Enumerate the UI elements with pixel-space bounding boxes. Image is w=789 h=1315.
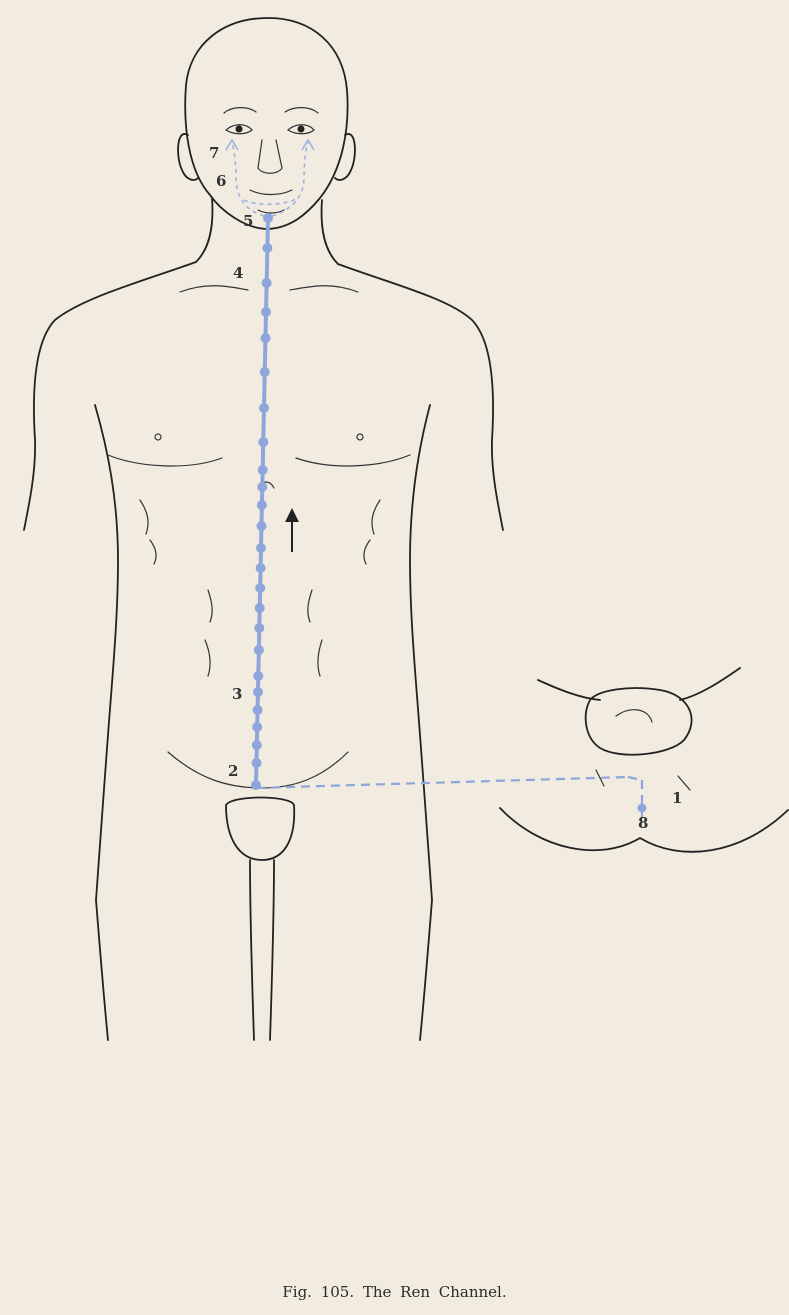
channel-point	[261, 333, 271, 343]
face-branch-right	[272, 142, 308, 216]
label-point-1: 1	[672, 789, 682, 807]
right-nipple	[357, 434, 363, 440]
channel-point	[256, 543, 266, 553]
figure-caption: Fig. 105. The Ren Channel.	[0, 1283, 789, 1301]
ren-channel	[226, 140, 647, 818]
left-inner-leg	[250, 860, 254, 1040]
label-point-5: 5	[243, 212, 253, 230]
right-pectoral	[296, 455, 410, 466]
channel-point	[253, 671, 263, 681]
left-rib-mark-1	[140, 500, 148, 534]
label-point-3: 3	[232, 685, 242, 703]
left-pupil	[236, 126, 243, 133]
channel-point	[258, 437, 268, 447]
ren-channel-figure: 1 2 3 4 5 6 7 8	[0, 0, 789, 1280]
left-clavicle	[180, 286, 248, 292]
left-nipple	[155, 434, 161, 440]
inset-point	[638, 804, 647, 813]
left-rib-mark-2	[150, 540, 156, 564]
channel-point	[263, 213, 273, 223]
right-ab-mark-2	[318, 640, 322, 676]
channel-points	[251, 213, 273, 790]
arrow-up-icon	[285, 508, 299, 552]
label-inset-point: 8	[638, 814, 648, 832]
inset-hatch-2	[678, 776, 690, 790]
left-eyebrow	[224, 108, 256, 113]
channel-point	[254, 623, 264, 633]
channel-point	[252, 722, 262, 732]
right-inner-leg	[270, 860, 274, 1040]
channel-point	[255, 603, 265, 613]
label-point-4: 4	[233, 264, 243, 282]
inset-upper-outline	[538, 668, 740, 700]
genitals	[226, 798, 294, 861]
inset-genital-fold	[586, 688, 692, 755]
channel-point	[257, 482, 267, 492]
torso-left-side	[95, 405, 118, 900]
nose	[258, 140, 282, 173]
right-pupil	[298, 126, 305, 133]
torso-right-side	[410, 405, 432, 900]
channel-point	[251, 780, 261, 790]
face-branch-left	[232, 142, 264, 216]
neck-right	[322, 200, 338, 264]
label-point-7: 7	[209, 144, 219, 162]
channel-point	[255, 583, 265, 593]
face-arrow-right	[302, 140, 314, 150]
inset-inner-fold	[616, 710, 652, 722]
channel-point	[257, 521, 267, 531]
right-rib-mark-1	[372, 500, 380, 534]
left-shoulder-arm	[24, 262, 196, 530]
channel-point	[256, 563, 266, 573]
face-arrow-left	[226, 140, 238, 150]
channel-point	[253, 705, 263, 715]
face-branch-mouth	[244, 198, 298, 204]
channel-link-dashed	[256, 777, 628, 788]
right-rib-mark-2	[364, 540, 370, 564]
right-ab-mark	[308, 590, 312, 622]
channel-point	[261, 307, 271, 317]
left-outer-leg	[96, 900, 108, 1040]
channel-point	[258, 465, 268, 475]
right-outer-leg	[420, 900, 432, 1040]
channel-point	[257, 500, 267, 510]
channel-point	[252, 758, 262, 768]
channel-point	[254, 645, 264, 655]
channel-point	[260, 367, 270, 377]
mouth	[250, 190, 292, 195]
channel-point	[262, 243, 272, 253]
label-point-2: 2	[228, 762, 238, 780]
channel-point	[252, 740, 262, 750]
neck-left	[196, 198, 212, 262]
left-pectoral	[108, 455, 222, 466]
head-outline	[185, 18, 347, 229]
channel-point	[253, 687, 263, 697]
left-ab-mark-2	[205, 640, 210, 676]
right-clavicle	[290, 286, 358, 292]
channel-link-dashed-end	[628, 777, 642, 780]
channel-point	[262, 278, 272, 288]
left-ab-mark	[208, 590, 212, 622]
channel-point	[259, 403, 269, 413]
right-shoulder-arm	[338, 264, 503, 530]
point-labels: 1 2 3 4 5 6 7 8	[209, 144, 682, 832]
right-eyebrow	[285, 108, 318, 113]
label-point-6: 6	[216, 172, 226, 190]
